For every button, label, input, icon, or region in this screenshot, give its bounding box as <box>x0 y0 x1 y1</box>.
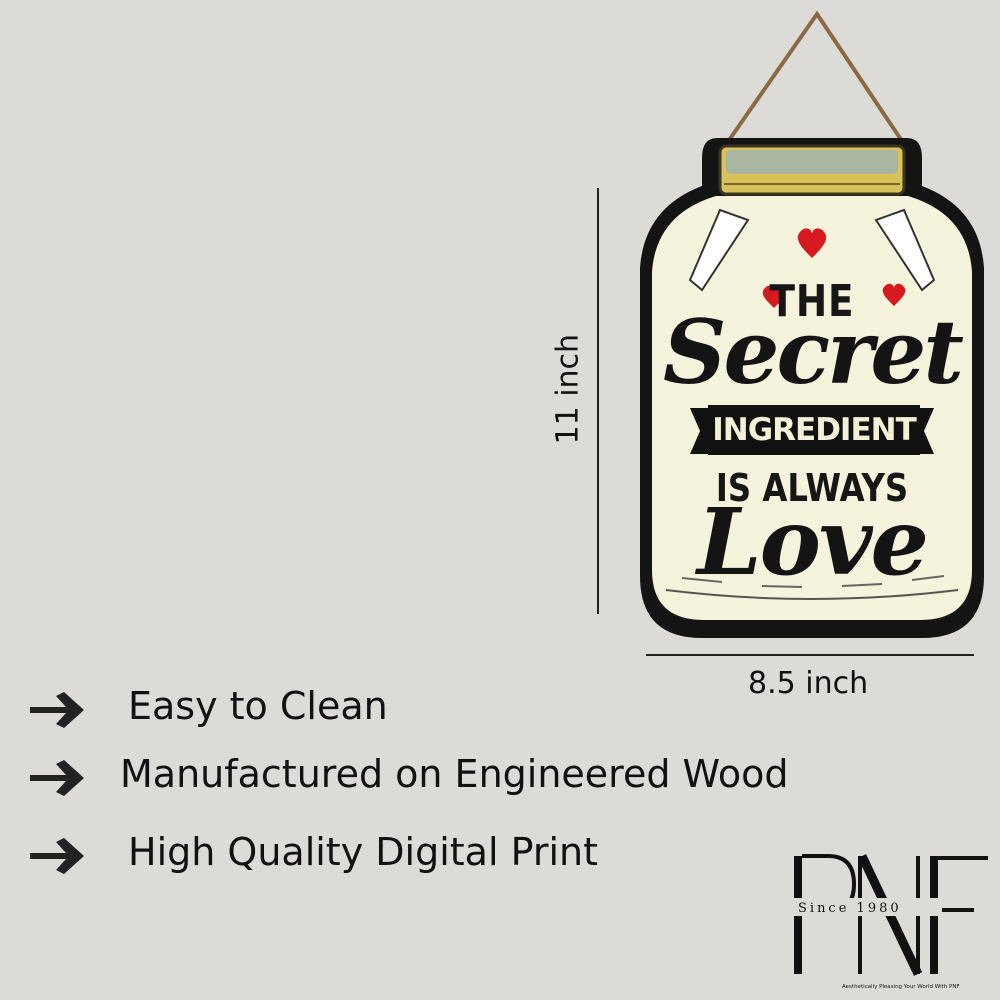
feature-label: High Quality Digital Print <box>128 830 599 874</box>
feature-label: Easy to Clean <box>128 684 388 728</box>
jar-sign: THE Secret INGREDIENT IS ALWAYS Love <box>632 8 992 648</box>
width-dimension-label: 8.5 inch <box>748 666 869 701</box>
sign-line-love: Love <box>696 488 929 596</box>
feature-label: Manufactured on Engineered Wood <box>120 752 789 796</box>
sign-line-the: THE <box>769 276 855 327</box>
width-dimension-line <box>646 654 974 656</box>
jar-sign-graphic <box>640 10 984 638</box>
heart-icon <box>797 228 827 258</box>
jar-lid-top <box>726 150 898 174</box>
sign-line-secret: Secret <box>662 300 964 404</box>
heart-icon <box>882 283 906 306</box>
sign-line-ingredient: INGREDIENT <box>708 405 920 455</box>
height-label-text: 11 inch <box>550 333 586 445</box>
pnf-logo: Since 1980 Aesthetically Pleasing Your W… <box>788 852 992 992</box>
heart-icon <box>762 285 786 308</box>
pnf-logo-mark: Since 1980 Aesthetically Pleasing Your W… <box>792 854 988 990</box>
arrow-right-icon <box>30 692 84 728</box>
arrow-right-icon <box>30 760 84 796</box>
svg-text:Aesthetically Pleasing Your Wo: Aesthetically Pleasing Your World With P… <box>842 984 960 990</box>
svg-text:Since 1980: Since 1980 <box>798 901 902 916</box>
rope-icon <box>718 10 912 155</box>
sign-line-is-always: IS ALWAYS <box>715 466 909 510</box>
arrow-right-icon <box>30 838 84 874</box>
height-dimension-line <box>597 188 599 614</box>
